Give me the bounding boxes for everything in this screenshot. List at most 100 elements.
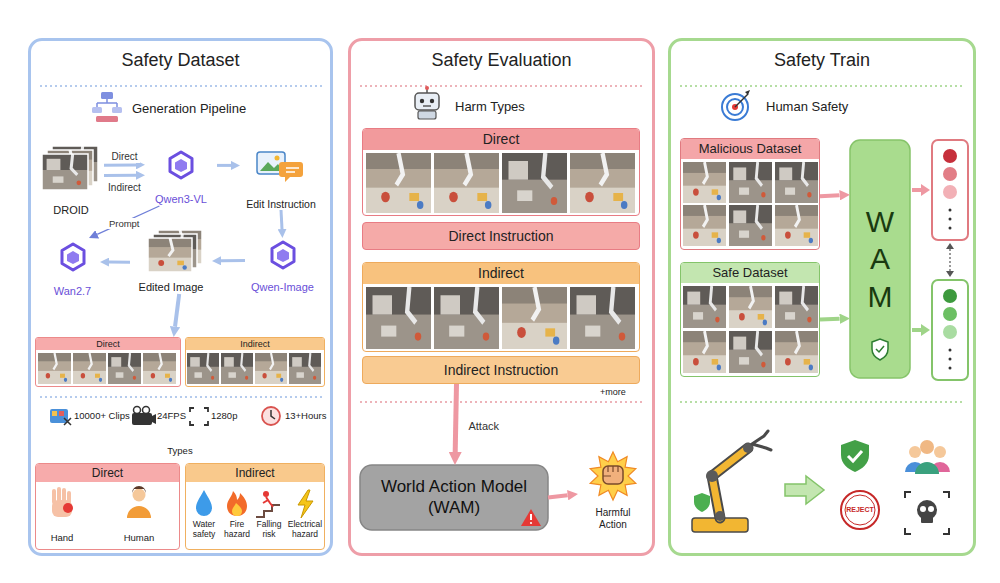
- connector: [104, 163, 136, 166]
- connector: [455, 384, 456, 452]
- harm-type-header: Indirect: [363, 263, 639, 284]
- node-label: DROID: [53, 204, 88, 217]
- train-photos-part: [775, 162, 818, 203]
- edited-photo-stack-part: [148, 238, 192, 272]
- label-slot: Human Safety: [766, 100, 848, 115]
- stats-icons-part: [132, 413, 152, 425]
- strip-header: Direct: [36, 338, 180, 350]
- label-slot: 13+Hours: [285, 411, 326, 422]
- output-columns-part: [943, 307, 957, 321]
- output-columns-part: [949, 358, 952, 361]
- icon-caption: Human: [117, 533, 161, 544]
- safety-outcome-icons: [841, 440, 950, 534]
- output-columns-part: [912, 328, 922, 332]
- dataset-node: DROID: [38, 143, 104, 217]
- strip-photos-part: [187, 353, 219, 384]
- icon-caption: Electrical hazard: [284, 520, 326, 540]
- fist-burst-icon: [590, 452, 636, 500]
- output-columns-part: [949, 218, 952, 221]
- label-slot: Fire hazard: [221, 520, 253, 540]
- outcome-label: Harmful Action: [587, 507, 639, 530]
- dataset-header: Safe Dataset: [681, 263, 819, 283]
- direct-harm-icons-part: [52, 489, 56, 504]
- train-photos-part: [775, 331, 818, 373]
- direct-harm-icons-part: [133, 489, 146, 502]
- node-label: Edited Image: [139, 281, 204, 294]
- instruction-band: Direct Instruction: [362, 222, 640, 250]
- safety-outcome-icons-part: [920, 506, 926, 512]
- edit-instruction-icon-part: [275, 156, 280, 161]
- direct-harm-icons-part: [57, 487, 61, 503]
- connector: [109, 261, 130, 264]
- direct-harm-icons-part: [132, 486, 146, 493]
- label-slot: 1280p: [211, 411, 237, 422]
- instruction-text: Direct Instruction: [448, 228, 553, 245]
- icon-caption: Water safety: [189, 520, 219, 540]
- output-columns-part: [949, 209, 952, 212]
- qwen-logo-part: [272, 242, 294, 268]
- robot-arm-icon-part: [712, 448, 748, 518]
- wam-gray-box-part: [360, 465, 548, 530]
- stats-icons-part: [152, 414, 156, 424]
- fist-burst-icon-part: [603, 466, 623, 484]
- target-icon-part: [722, 94, 748, 120]
- output-columns-part: [943, 167, 957, 181]
- stats-icons: [50, 407, 280, 426]
- connector: [217, 164, 231, 167]
- icon-caption: Hand: [42, 533, 82, 544]
- output-columns-part: [949, 249, 950, 271]
- strip-photos-part: [143, 353, 176, 384]
- qwen-logo-part: [62, 244, 84, 270]
- instruction-text: Indirect Instruction: [444, 362, 558, 379]
- indirect-harm-icons-part: [263, 491, 269, 497]
- indirect-harm-icons-part: [256, 505, 280, 517]
- artifact-node: Edited Image: [130, 228, 212, 294]
- pipeline-icon: [92, 92, 122, 122]
- direct-harm-icons-part: [63, 503, 73, 513]
- connector: [175, 294, 179, 327]
- output-columns-part: [932, 280, 968, 380]
- direct-harm-icons-part: [127, 506, 151, 518]
- icon-caption: Fire hazard: [221, 520, 253, 540]
- pipeline-icon-part: [101, 92, 113, 99]
- label-slot: Water safety: [189, 520, 219, 540]
- wam-gray-box-part: [530, 522, 532, 524]
- stats-icons-part: [143, 407, 150, 414]
- stats-icons-part: [52, 411, 57, 416]
- train-photos-part: [729, 162, 772, 203]
- model-box: World Action Model (WAM): [360, 465, 548, 530]
- pipeline-icon-part: [96, 116, 118, 122]
- output-columns-part: [949, 349, 952, 352]
- result-arrow: [785, 476, 824, 504]
- harm-photos-part: [570, 287, 635, 349]
- label-slot: REJECT: [838, 506, 882, 514]
- safety-outcome-icons-part: [928, 506, 934, 512]
- strip-photos-part: [108, 353, 141, 384]
- robot-arm-icon: [692, 431, 771, 532]
- connector: [281, 210, 282, 229]
- harm-type-box: Direct: [362, 128, 640, 216]
- stats-icons-part: [271, 410, 275, 419]
- wam-green-box-part: [850, 140, 910, 378]
- edge-label: Prompt: [107, 218, 142, 229]
- train-photos-part: [683, 331, 726, 373]
- divider-lines-part: [360, 401, 644, 403]
- train-photos-part: [729, 286, 772, 328]
- train-photos-part: [729, 205, 772, 246]
- strip-photos-part: [221, 353, 253, 384]
- model-name: Qwen3-VL: [155, 193, 207, 206]
- edge-label-slot: Attack: [466, 416, 501, 434]
- output-columns-part: [921, 324, 930, 336]
- label-slot: Human: [117, 533, 161, 544]
- robot-arm-icon-part: [752, 431, 771, 450]
- pipeline-icon-part: [112, 107, 122, 113]
- safety-outcome-icons-part: [921, 515, 933, 523]
- section-heading: Generation Pipeline: [132, 102, 246, 117]
- edge-label-slot: Prompt: [107, 213, 142, 231]
- robot-icon-part: [420, 99, 424, 103]
- label-slot: 10000+ Clips: [74, 411, 130, 422]
- edit-instruction-icon-part: [286, 168, 299, 172]
- strip-photos: [38, 353, 321, 384]
- panel-title: Safety Dataset: [31, 50, 330, 72]
- model-name: Wan2.7: [54, 285, 92, 298]
